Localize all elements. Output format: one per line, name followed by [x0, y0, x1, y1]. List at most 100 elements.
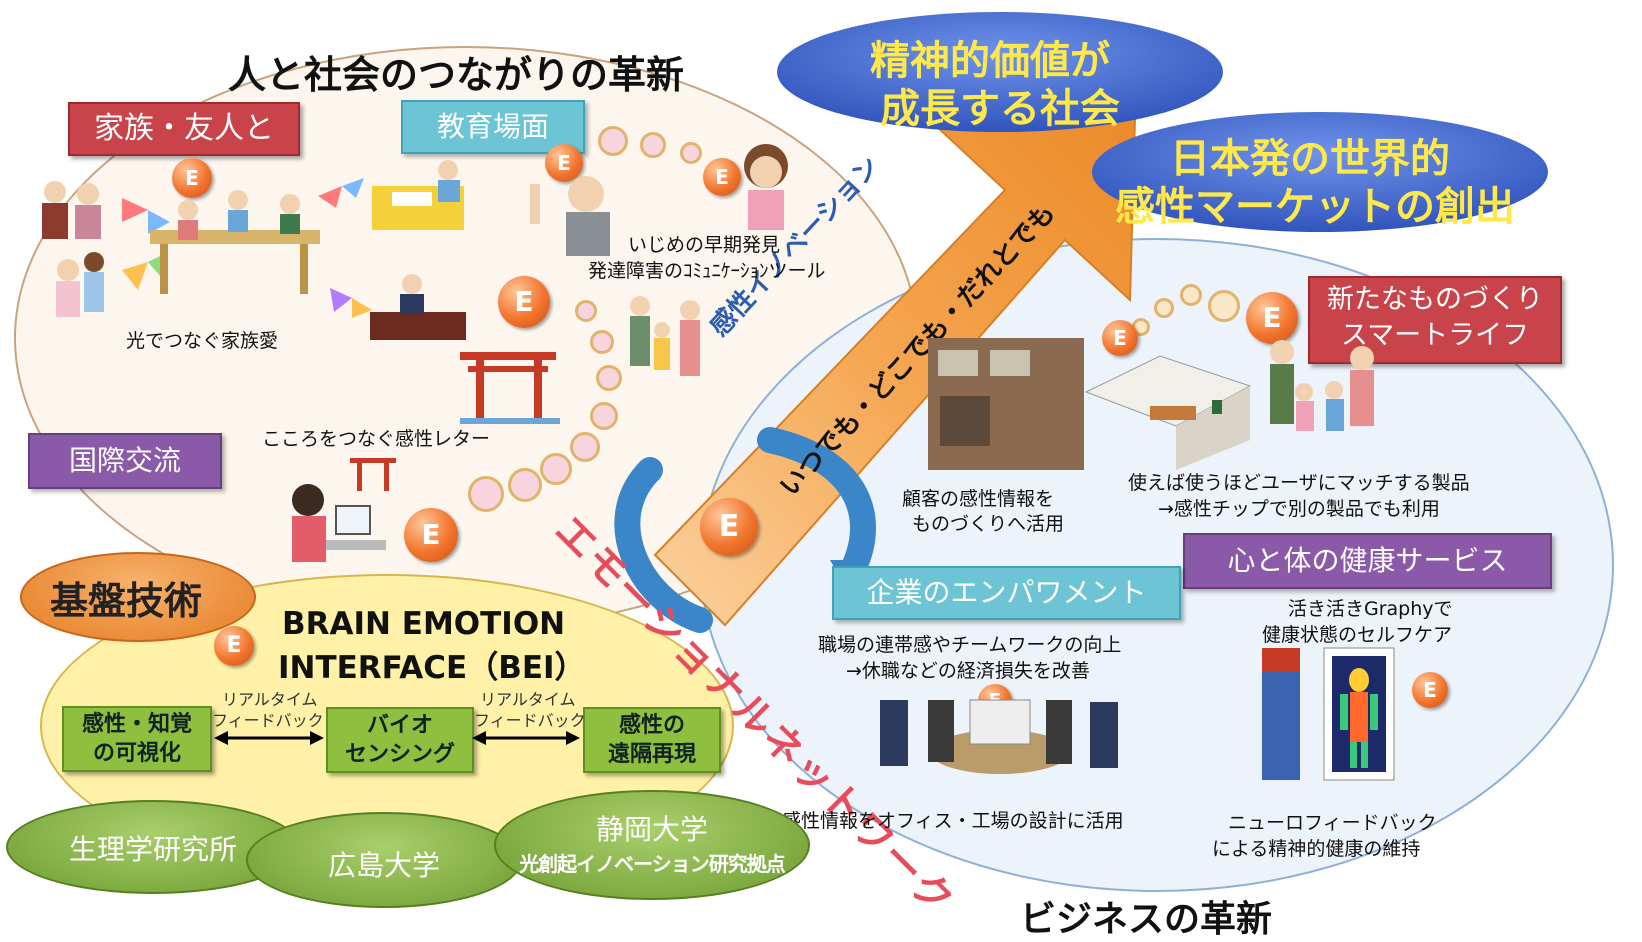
bubble [598, 126, 628, 156]
bubble [596, 365, 622, 391]
graphy-line2: 健康状態のセルフケア [1262, 624, 1453, 646]
shizuoka-line1: 静岡大学 [595, 813, 708, 846]
computer-user-figure [292, 484, 386, 562]
family-walking-figure [630, 296, 700, 376]
market-line2: 感性マーケットの創出 [1115, 184, 1515, 230]
product-line2: →感性チップで別の製品でも利用 [1158, 498, 1440, 520]
e-badge: E [700, 498, 758, 556]
biosensing-line1: バイオ [366, 713, 433, 738]
shizuoka-oval: 静岡大学 光創起イノベーション研究拠点 [494, 790, 810, 900]
feedback1-line1: リアルタイム [222, 690, 318, 709]
bubble [590, 402, 618, 430]
rainbow-arrow-icon [318, 178, 364, 208]
cycle-arrow-left [614, 457, 713, 633]
international-box: 国際交流 [28, 433, 222, 489]
bubble [468, 476, 504, 512]
market-oval [1092, 112, 1548, 232]
family-group-figure [1270, 340, 1374, 431]
student-girl-figure [744, 144, 788, 230]
spiritual-line1: 精神的価値が [870, 38, 1110, 84]
kansei-letter-caption: こころをつなぐ感性レター [262, 428, 491, 450]
family-table-illustration [150, 190, 320, 294]
education-box: 教育場面 [401, 100, 585, 154]
feedback2-line2: フィードバック [474, 711, 586, 730]
neuro-line1: ニューロフィードバック [1228, 812, 1437, 834]
health-box: 心と体の健康サービス [1183, 533, 1552, 589]
remote-reproduction-line1: 感性の [618, 713, 685, 738]
e-badge: E [1246, 292, 1298, 344]
e-badge: E [1412, 672, 1448, 708]
bei-title-line2: INTERFACE（BEI） [278, 650, 586, 686]
market-line1: 日本発の世界的 [1170, 136, 1450, 182]
rainbow-arrow-icon [122, 198, 170, 234]
remote-reproduction-box: 感性の 遠隔再現 [583, 707, 721, 773]
manufacturing-box: 新たなものづくり スマートライフ [1308, 276, 1562, 364]
neuro-line2: による精神的健康の維持 [1212, 838, 1421, 860]
elderly-couple-figure [42, 181, 101, 239]
body-scan-illustration [1262, 647, 1395, 781]
bubble [680, 142, 702, 164]
arrow-shape [653, 116, 1137, 627]
mother-child-figure [56, 252, 104, 317]
foundation-oval [20, 552, 256, 642]
bubble [640, 132, 666, 158]
visualization-line2: の可視化 [92, 741, 181, 766]
e-badge: E [404, 508, 458, 562]
workplace-line1: 職場の連帯感やチームワークの向上 [818, 634, 1122, 656]
customer-line1: 顧客の感性情報を [902, 488, 1055, 510]
remote-reproduction-line2: 遠隔再現 [607, 742, 696, 767]
torii-gate-small-illustration [350, 458, 396, 491]
society-title: 人と社会のつながりの革新 [228, 53, 685, 97]
bubble [575, 300, 597, 322]
e-badge: E [1102, 320, 1138, 356]
e-badge: E [214, 626, 254, 666]
meeting-illustration [880, 699, 1118, 774]
hiroshima-oval: 広島大学 [246, 812, 522, 908]
family-love-caption: 光でつなぐ家族愛 [126, 330, 279, 352]
visualization-box: 感性・知覚 の可視化 [62, 706, 212, 772]
e-badge: E [498, 276, 550, 328]
workplace-line2: →休職などの経済損失を改善 [846, 660, 1090, 682]
manufacturing-line2: スマートライフ [1340, 320, 1530, 351]
foundation-label: 基盤技術 [50, 579, 203, 623]
product-line1: 使えば使うほどユーザにマッチする製品 [1128, 472, 1470, 494]
torii-gate-illustration [460, 352, 560, 424]
family-box: 家族・友人と [68, 102, 300, 156]
shizuoka-line2: 光創起イノベーション研究拠点 [519, 852, 786, 876]
e-badge: E [703, 158, 741, 196]
school-desk-illustration [372, 160, 464, 230]
spiritual-line2: 成長する社会 [880, 86, 1120, 132]
feedback2-line1: リアルタイム [480, 690, 576, 709]
bubble [570, 432, 600, 462]
office-desk-illustration [370, 274, 466, 340]
building-illustration [928, 338, 1084, 470]
bubble [1154, 298, 1174, 318]
graphy-line1: 活き活きGraphyで [1288, 598, 1453, 620]
biosensing-line2: センシング [344, 742, 455, 767]
nips-label: 生理学研究所 [68, 833, 237, 866]
bullying-line2: 発達障害のｺﾐｭﾆｹｰｼｮﾝツール [588, 260, 826, 282]
visualization-line1: 感性・知覚 [81, 712, 192, 737]
teacher-figure [530, 176, 610, 256]
business-title: ビジネスの革新 [1020, 899, 1273, 940]
e-badge: E [172, 158, 212, 198]
customer-line2: ものづくりへ活用 [912, 513, 1065, 535]
cycle-arrow-right [757, 427, 876, 588]
bei-title-line1: BRAIN EMOTION [282, 606, 566, 642]
spiritual-oval [777, 12, 1223, 132]
rainbow-arrow-icon [330, 288, 372, 318]
living-room-illustration [1084, 355, 1252, 470]
biosensing-box: バイオ センシング [326, 707, 474, 773]
bubble [540, 453, 572, 485]
bubble [508, 468, 542, 502]
office-caption: 感性情報をオフィス・工場の設計に活用 [782, 810, 1124, 832]
empowerment-box: 企業のエンパワメント [832, 566, 1181, 620]
bubble [1180, 284, 1202, 306]
feedback1-line2: フィードバック [212, 711, 324, 730]
e-badge: E [545, 144, 583, 182]
bubble [590, 330, 614, 354]
hiroshima-label: 広島大学 [327, 849, 440, 882]
